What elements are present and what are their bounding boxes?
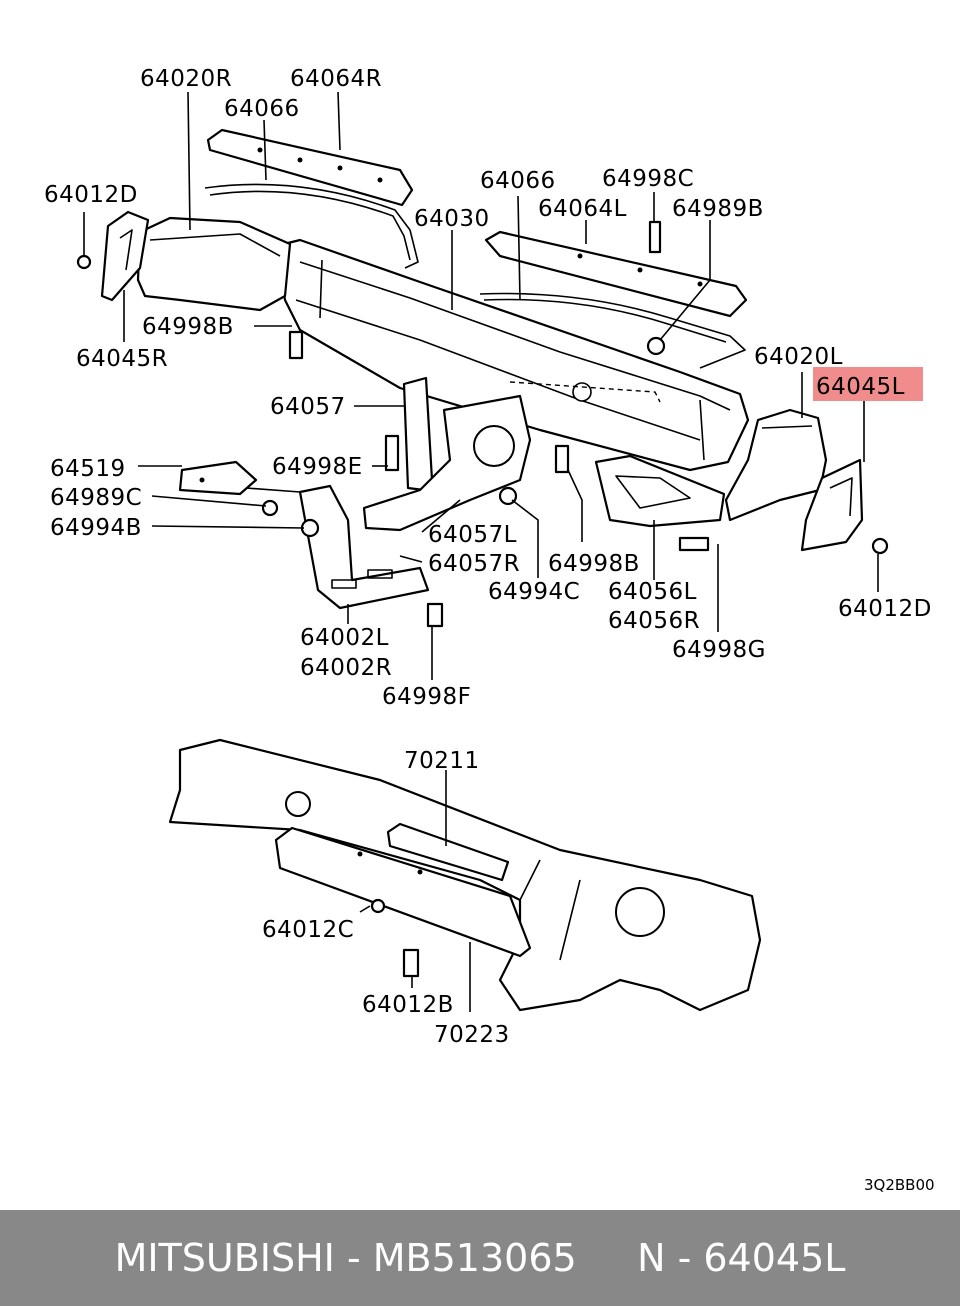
footer-text: MITSUBISHI - MB513065 N - 64045L xyxy=(114,1236,846,1280)
label-64057: 64057 xyxy=(270,394,346,420)
label-64998C: 64998C xyxy=(602,166,694,192)
footer-bar: MITSUBISHI - MB513065 N - 64045L xyxy=(0,1210,960,1306)
bolt-64998G xyxy=(678,536,710,552)
label-70211: 70211 xyxy=(404,748,480,774)
bolt-64012B xyxy=(402,948,420,978)
label-64519: 64519 xyxy=(50,456,126,482)
label-64064L: 64064L xyxy=(538,196,627,222)
nut-64994C xyxy=(498,486,518,506)
nut-64989B xyxy=(646,336,666,356)
end-piece-right xyxy=(136,216,292,312)
label-64998B-right: 64998B xyxy=(142,314,234,340)
nut-64989C xyxy=(261,499,279,517)
label-64989B: 64989B xyxy=(672,196,764,222)
bolt-64998E xyxy=(384,434,400,472)
label-64066-right: 64066 xyxy=(224,96,300,122)
label-64020L: 64020L xyxy=(754,344,843,370)
bolt-64012D-right xyxy=(76,254,92,270)
under-panel-70223 xyxy=(274,826,532,958)
label-64030: 64030 xyxy=(414,206,490,232)
bolt-64998F xyxy=(426,602,444,628)
label-64056L: 64056L xyxy=(608,579,697,605)
label-highlight xyxy=(813,367,923,401)
bolt-64012D-left xyxy=(871,537,889,555)
plate-64519 xyxy=(178,460,258,496)
bolt-64998B-left xyxy=(554,444,570,474)
bolt-64998B-right xyxy=(288,330,304,360)
side-bracket-left xyxy=(800,458,864,552)
center-bracket xyxy=(362,376,532,532)
part-labels: 64020R 64064R 64066 64012D 64030 64066 6… xyxy=(44,66,935,1194)
label-70223: 70223 xyxy=(434,1022,510,1048)
clip-64012C xyxy=(370,898,386,914)
label-64045L: 64045L xyxy=(816,374,905,400)
upper-plate-left xyxy=(479,230,748,369)
label-64998E: 64998E xyxy=(272,454,363,480)
label-64002R: 64002R xyxy=(300,655,392,681)
label-64994B: 64994B xyxy=(50,515,142,541)
upper-plate-right xyxy=(204,128,419,269)
label-64998B-left: 64998B xyxy=(548,551,640,577)
nut-64994B xyxy=(300,518,320,538)
bolt-64998C xyxy=(648,220,662,254)
bumper-cover xyxy=(168,738,762,1012)
label-64998G: 64998G xyxy=(672,637,766,663)
label-64994C: 64994C xyxy=(488,579,580,605)
diagram-code: 3Q2BB00 xyxy=(864,1176,935,1194)
label-64012C: 64012C xyxy=(262,917,354,943)
label-64057R: 64057R xyxy=(428,551,520,577)
label-64057L: 64057L xyxy=(428,522,517,548)
label-64998F: 64998F xyxy=(382,684,471,710)
end-piece-left xyxy=(724,408,828,522)
side-bracket-right xyxy=(100,210,150,302)
label-64989C: 64989C xyxy=(50,485,142,511)
label-64056R: 64056R xyxy=(608,608,700,634)
bumper-bar xyxy=(274,238,750,472)
lower-bracket xyxy=(245,484,430,610)
label-64064R: 64064R xyxy=(290,66,382,92)
label-64020R: 64020R xyxy=(140,66,232,92)
cover-strip-70211 xyxy=(386,822,510,882)
label-64002L: 64002L xyxy=(300,625,389,651)
leader-lines xyxy=(83,91,879,1012)
label-64066-left: 64066 xyxy=(480,168,556,194)
bracket-64056 xyxy=(594,454,726,528)
label-64045R: 64045R xyxy=(76,346,168,372)
parts-diagram: 64020R 64064R 64066 64012D 64030 64066 6… xyxy=(44,66,935,1194)
label-64012D-left: 64012D xyxy=(838,596,932,622)
label-64012D-right: 64012D xyxy=(44,182,138,208)
label-64012B: 64012B xyxy=(362,992,454,1018)
